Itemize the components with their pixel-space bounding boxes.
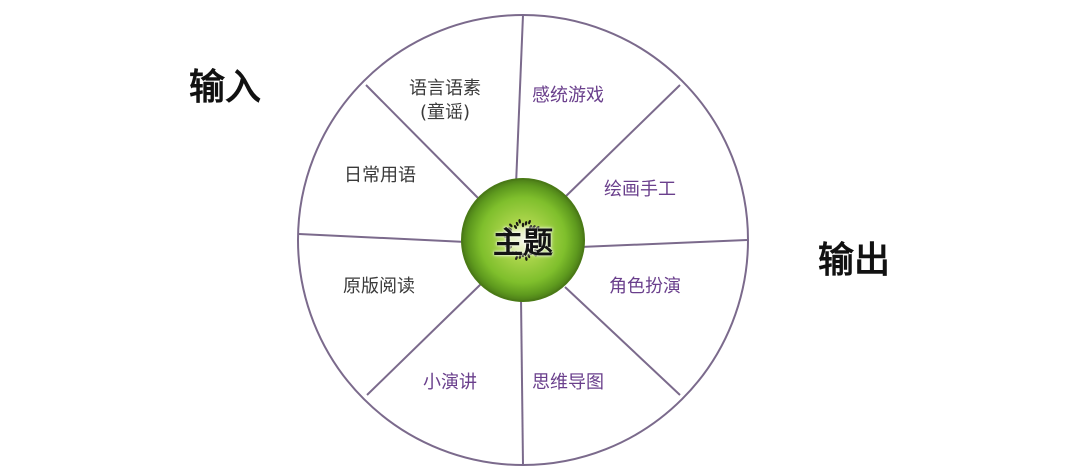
segment-label-original-reading: 原版阅读 (343, 276, 415, 297)
kiwi-seed (539, 235, 544, 238)
spoke-7 (298, 233, 467, 243)
kiwi-seed (515, 255, 518, 261)
spoke-4 (564, 286, 681, 396)
segment-label-role-play: 角色扮演 (609, 276, 681, 297)
kiwi-seed (508, 230, 512, 235)
kiwi-seed (525, 256, 528, 261)
kiwi-center-graphic (461, 178, 585, 302)
kiwi-seed (534, 249, 538, 253)
segment-label-mind-map: 思维导图 (532, 372, 604, 393)
kiwi-seed (510, 251, 514, 255)
segment-label-daily-phrases: 日常用语 (344, 165, 416, 186)
kiwi-seed (502, 242, 507, 245)
kiwi-seed (528, 219, 531, 225)
spoke-5 (520, 297, 524, 466)
kiwi-seed (502, 232, 508, 235)
segment-language-line2: (童谣) (419, 102, 471, 123)
spoke-2 (561, 84, 681, 201)
kiwi-seed (534, 230, 538, 235)
kiwi-seed (528, 225, 533, 229)
kiwi-seed (515, 221, 519, 227)
wheel-spokes (298, 14, 748, 466)
segment-label-language: 语言语素 (童谣) (409, 77, 481, 125)
spoke-3 (579, 239, 748, 248)
kiwi-seed (537, 241, 542, 245)
input-label: 输入 (189, 67, 262, 108)
kiwi-seed (535, 226, 540, 230)
kiwi-seed (508, 227, 512, 231)
kiwi-seed (509, 223, 513, 228)
segment-label-speech: 小演讲 (423, 372, 477, 393)
kiwi-seed (513, 225, 518, 229)
kiwi-seed (536, 232, 542, 236)
output-label: 输出 (818, 240, 891, 281)
spoke-1 (515, 14, 524, 186)
kiwi-seed (504, 244, 510, 248)
kiwi-seed (532, 225, 536, 229)
kiwi-seed (518, 219, 521, 224)
spoke-8 (365, 84, 479, 199)
kiwi-seed (518, 254, 522, 259)
segment-language-line1: 语言语素 (409, 78, 481, 99)
spoke-6 (366, 282, 483, 396)
kiwi-seed (508, 245, 512, 250)
segment-label-drawing-crafts: 绘画手工 (604, 179, 676, 200)
kiwi-seed (527, 253, 531, 259)
kiwi-seed (521, 252, 525, 258)
kiwi-seed (505, 238, 511, 242)
kiwi-seed (513, 251, 518, 255)
segment-label-sensory-games: 感统游戏 (532, 85, 604, 106)
kiwi-seed (504, 235, 509, 239)
center-theme-label: 主题 (493, 226, 553, 261)
kiwi-seed (534, 245, 538, 250)
kiwi-seed (506, 250, 511, 254)
kiwi-seed (528, 251, 533, 255)
kiwi-seed (535, 238, 541, 242)
kiwi-seed (524, 221, 528, 226)
kiwi-seed (521, 222, 525, 228)
kiwi-seed (533, 252, 537, 257)
kiwi-seed (538, 245, 544, 248)
